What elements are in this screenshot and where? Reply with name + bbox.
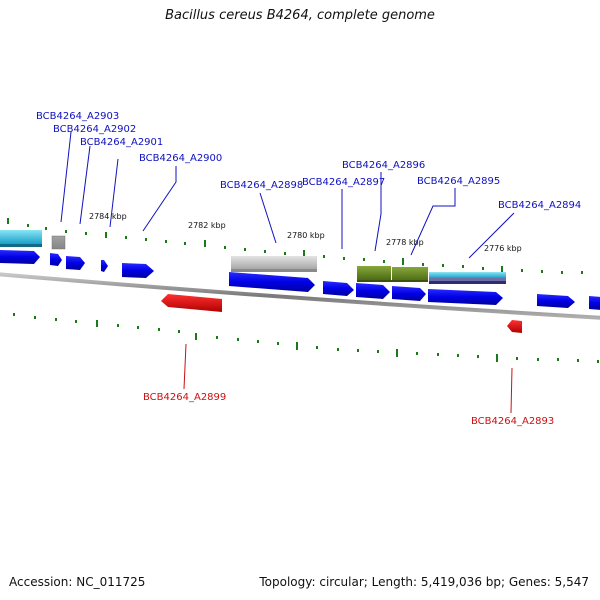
gene-forward xyxy=(356,283,390,299)
gene-forward xyxy=(428,289,503,305)
gene-label-A2895: BCB4264_A2895 xyxy=(417,176,500,187)
gene-forward xyxy=(589,296,600,310)
feature-gray-large xyxy=(231,256,317,269)
gene-label-A2893: BCB4264_A2893 xyxy=(471,416,554,427)
genome-backbone xyxy=(0,272,600,320)
top-ticks xyxy=(7,218,583,274)
gene-label-A2901: BCB4264_A2901 xyxy=(80,137,163,148)
gene-label-A2902: BCB4264_A2902 xyxy=(53,124,136,135)
gene-forward xyxy=(229,272,315,292)
accession-text: Accession: NC_011725 xyxy=(9,575,146,589)
gene-forward xyxy=(101,260,108,272)
kbp-label-2784: 2784 kbp xyxy=(89,212,127,221)
gene-label-A2894: BCB4264_A2894 xyxy=(498,200,581,211)
reverse-genes xyxy=(161,294,522,333)
bottom-ticks xyxy=(13,313,599,363)
kbp-label-2780: 2780 kbp xyxy=(287,231,325,240)
feature-cyan-left xyxy=(0,230,42,244)
feature-olive-1 xyxy=(357,266,391,280)
gene-label-A2896: BCB4264_A2896 xyxy=(342,160,425,171)
gene-forward xyxy=(537,294,575,308)
gene-reverse xyxy=(507,320,522,333)
gene-label-A2898: BCB4264_A2898 xyxy=(220,180,303,191)
map-title: Bacillus cereus B4264, complete genome xyxy=(165,8,435,23)
gene-reverse xyxy=(161,294,222,312)
gene-label-A2900: BCB4264_A2900 xyxy=(139,153,222,164)
feature-track xyxy=(0,230,506,284)
kbp-label-2778: 2778 kbp xyxy=(386,238,424,247)
gene-label-A2897: BCB4264_A2897 xyxy=(302,177,385,188)
feature-cyan-right xyxy=(429,272,506,278)
gene-forward xyxy=(0,250,40,264)
gene-forward xyxy=(392,286,426,301)
gene-forward xyxy=(122,263,154,278)
gene-forward xyxy=(66,256,85,270)
forward-genes xyxy=(0,250,600,310)
kbp-label-2776: 2776 kbp xyxy=(484,244,522,253)
gene-forward xyxy=(323,281,354,296)
kbp-label-2782: 2782 kbp xyxy=(188,221,226,230)
feature-olive-2 xyxy=(392,267,428,281)
genome-summary-text: Topology: circular; Length: 5,419,036 bp… xyxy=(259,575,589,589)
gene-label-A2903: BCB4264_A2903 xyxy=(36,111,119,122)
gene-label-A2899: BCB4264_A2899 xyxy=(143,392,226,403)
gene-forward xyxy=(50,253,62,266)
callout-lines-red xyxy=(183,343,513,414)
callout-lines xyxy=(60,131,515,259)
